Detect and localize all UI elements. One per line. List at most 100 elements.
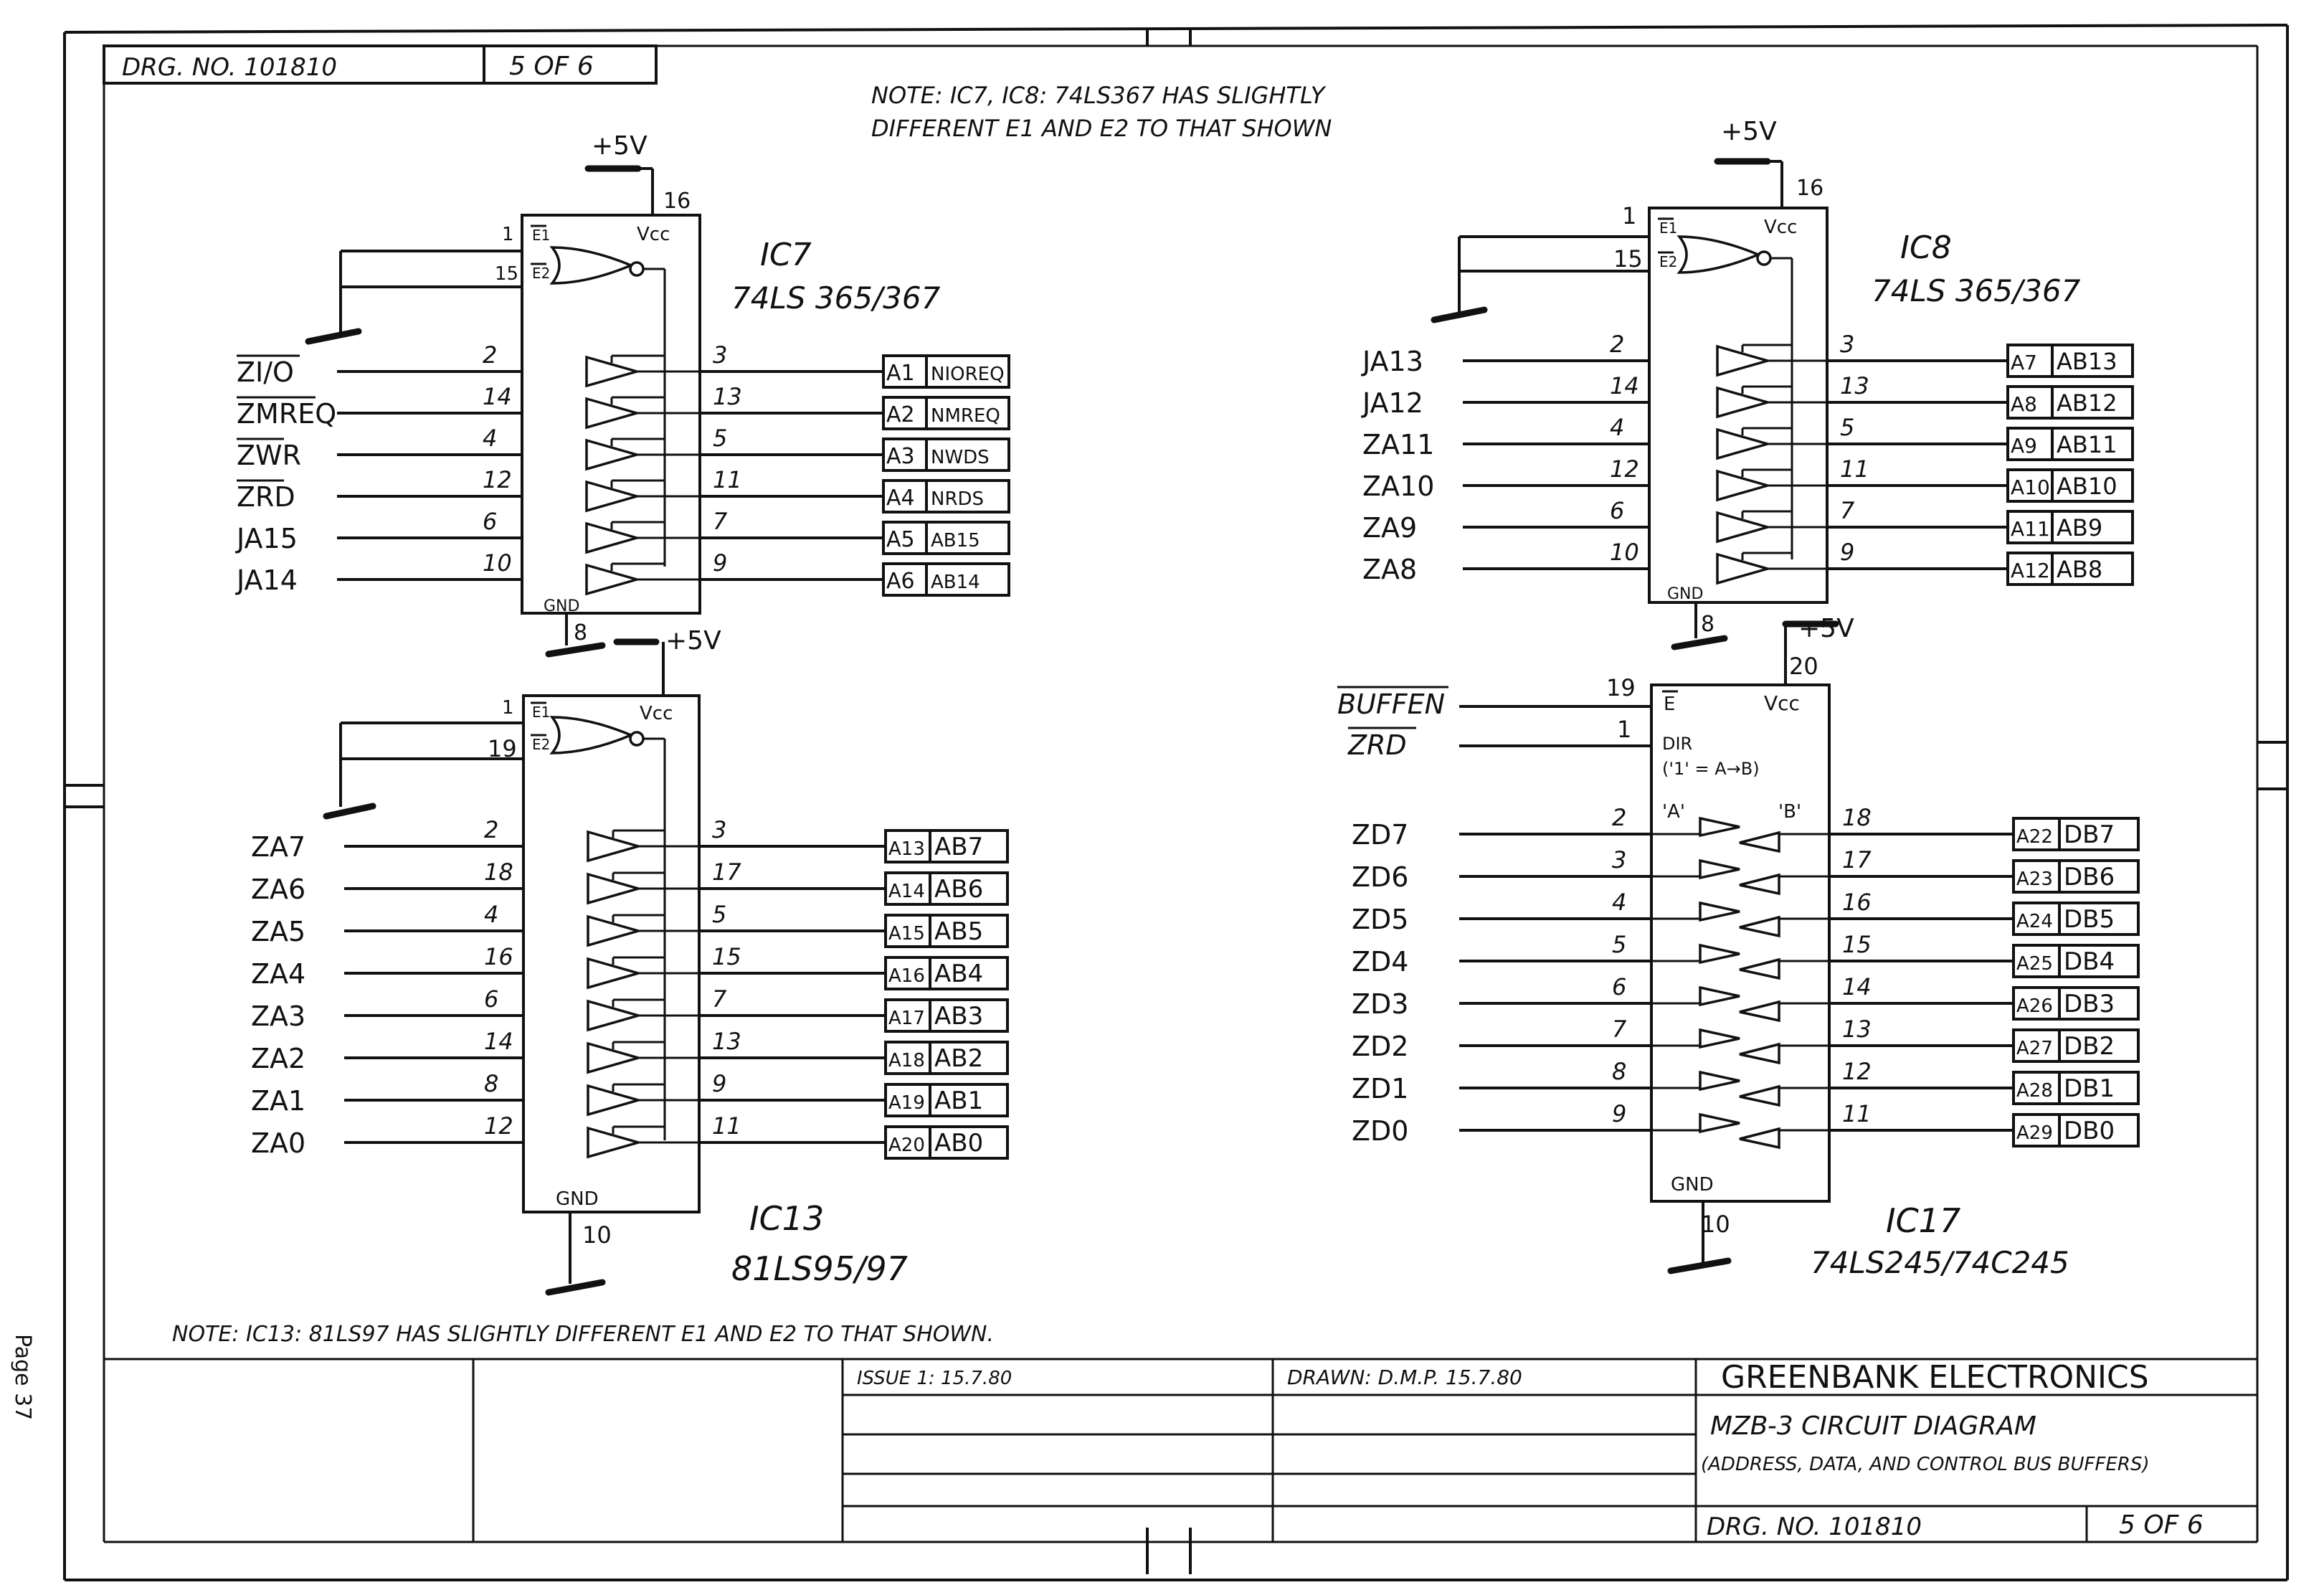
output-pin-number: 9 xyxy=(712,1070,726,1097)
net-name-box xyxy=(2058,944,2140,978)
input-pin-number: 8 xyxy=(1612,1058,1626,1085)
connector-pin-label: A20 xyxy=(888,1135,925,1156)
output-pin-number: 17 xyxy=(712,858,741,886)
net-name-label: DB3 xyxy=(2064,990,2115,1018)
buffer-a-to-b xyxy=(1699,985,1740,1007)
output-pin-number: 18 xyxy=(1842,804,1872,831)
signal-label: ZA1 xyxy=(251,1085,305,1117)
buffer-gate xyxy=(585,397,642,430)
connector-pin-label: A13 xyxy=(888,838,925,860)
title-sheet: 5 OF 6 xyxy=(2119,1510,2204,1540)
buffer-gate xyxy=(1716,469,1773,502)
connector-pin-label: A8 xyxy=(2011,392,2037,416)
connector-pin-label: A2 xyxy=(886,402,915,427)
connector-pin-box xyxy=(2012,817,2061,851)
input-pin-number: 10 xyxy=(483,549,512,577)
ic8-e2-label: E2 xyxy=(1659,253,1677,270)
input-pin-number: 2 xyxy=(1610,331,1624,358)
buffer-a-to-b xyxy=(1699,1112,1740,1134)
net-name-box xyxy=(925,354,1010,389)
buffer-gate xyxy=(587,830,643,863)
connector-pin-box xyxy=(2012,1071,2061,1105)
connector-pin-label: A19 xyxy=(888,1092,925,1114)
buffer-b-to-a xyxy=(1739,1084,1780,1107)
net-name-box xyxy=(2051,510,2134,544)
buffer-b-to-a xyxy=(1739,831,1780,853)
net-name-label: NRDS xyxy=(931,488,984,510)
buffer-a-to-b xyxy=(1699,1070,1740,1092)
connector-pin-label: A27 xyxy=(2016,1038,2053,1059)
net-name-label: AB2 xyxy=(934,1044,983,1073)
header-sheet: 5 OF 6 xyxy=(509,52,594,81)
net-name-label: AB8 xyxy=(2057,556,2102,583)
net-name-box xyxy=(925,521,1010,555)
ic8-plus5v: +5V xyxy=(1721,117,1777,146)
connector-pin-box xyxy=(884,1041,931,1075)
input-pin-number: 3 xyxy=(1612,846,1626,874)
input-pin-number: 4 xyxy=(1612,889,1626,916)
ic8-vcc-pin: 16 xyxy=(1796,176,1823,201)
ic7-plus5v: +5V xyxy=(592,131,648,161)
output-pin-number: 12 xyxy=(1842,1058,1872,1085)
net-name-label: DB2 xyxy=(2064,1032,2115,1061)
signal-label: ZA11 xyxy=(1362,429,1434,460)
output-pin-number: 11 xyxy=(713,466,742,493)
connector-pin-box xyxy=(2006,344,2054,378)
ic7-e2-label: E2 xyxy=(532,265,550,282)
net-name-box xyxy=(929,871,1009,906)
page-label: Page 37 xyxy=(10,1334,35,1420)
connector-pin-label: A15 xyxy=(888,923,925,945)
connector-pin-label: A6 xyxy=(886,569,915,594)
output-pin-number: 17 xyxy=(1842,846,1872,874)
ic8: Vcc GND E1 E2 +5V 16 1 15 8 IC8 74LS 365… xyxy=(1361,117,2134,650)
buffer-b-to-a xyxy=(1739,1000,1780,1023)
net-name-label: AB0 xyxy=(934,1129,983,1158)
signal-label: ZD7 xyxy=(1352,819,1408,851)
net-name-label: NIOREQ xyxy=(931,364,1005,385)
net-name-label: DB5 xyxy=(2064,905,2115,934)
title-drawn: DRAWN: D.M.P. 15.7.80 xyxy=(1287,1366,1522,1389)
net-name-label: AB14 xyxy=(931,572,980,593)
signal-label: ZA5 xyxy=(251,916,305,947)
net-name-label: AB6 xyxy=(934,875,983,904)
title-block: ISSUE 1: 15.7.80 DRAWN: D.M.P. 15.7.80 G… xyxy=(104,1358,2257,1542)
output-pin-number: 7 xyxy=(712,985,727,1013)
ic17-plus5v: +5V xyxy=(1798,614,1854,643)
buffer-gate xyxy=(585,563,642,596)
signal-label: ZI/O xyxy=(237,356,294,388)
net-name-label: DB6 xyxy=(2064,863,2115,891)
buffer-gate xyxy=(585,480,642,513)
connector-pin-box xyxy=(2006,510,2054,544)
ic13: Vcc GND E1 E2 +5V 1 19 10 IC13 81LS95/97… xyxy=(251,626,1009,1296)
net-name-label: DB1 xyxy=(2064,1074,2115,1103)
input-pin-number: 2 xyxy=(483,341,497,369)
connector-pin-box xyxy=(2012,1113,2061,1147)
net-name-box xyxy=(2058,902,2140,936)
signal-label: ZD4 xyxy=(1352,946,1408,978)
connector-pin-box xyxy=(882,521,928,555)
input-pin-number: 14 xyxy=(484,1028,513,1055)
output-pin-number: 7 xyxy=(1840,497,1855,524)
connector-pin-label: A4 xyxy=(886,486,915,511)
connector-pin-label: A25 xyxy=(2016,953,2053,975)
net-name-label: DB4 xyxy=(2064,947,2115,976)
ic13-gnd-pin: 10 xyxy=(582,1221,612,1249)
connector-pin-label: A9 xyxy=(2011,434,2037,458)
connector-pin-label: A24 xyxy=(2016,911,2053,932)
connector-pin-label: A11 xyxy=(2011,517,2050,541)
net-name-label: AB5 xyxy=(934,917,983,946)
connector-pin-box xyxy=(882,479,928,514)
buffer-gate xyxy=(1716,552,1773,585)
output-pin-number: 11 xyxy=(1842,1100,1872,1127)
ic13-e2-label: E2 xyxy=(532,736,550,753)
input-pin-number: 6 xyxy=(1610,497,1624,524)
